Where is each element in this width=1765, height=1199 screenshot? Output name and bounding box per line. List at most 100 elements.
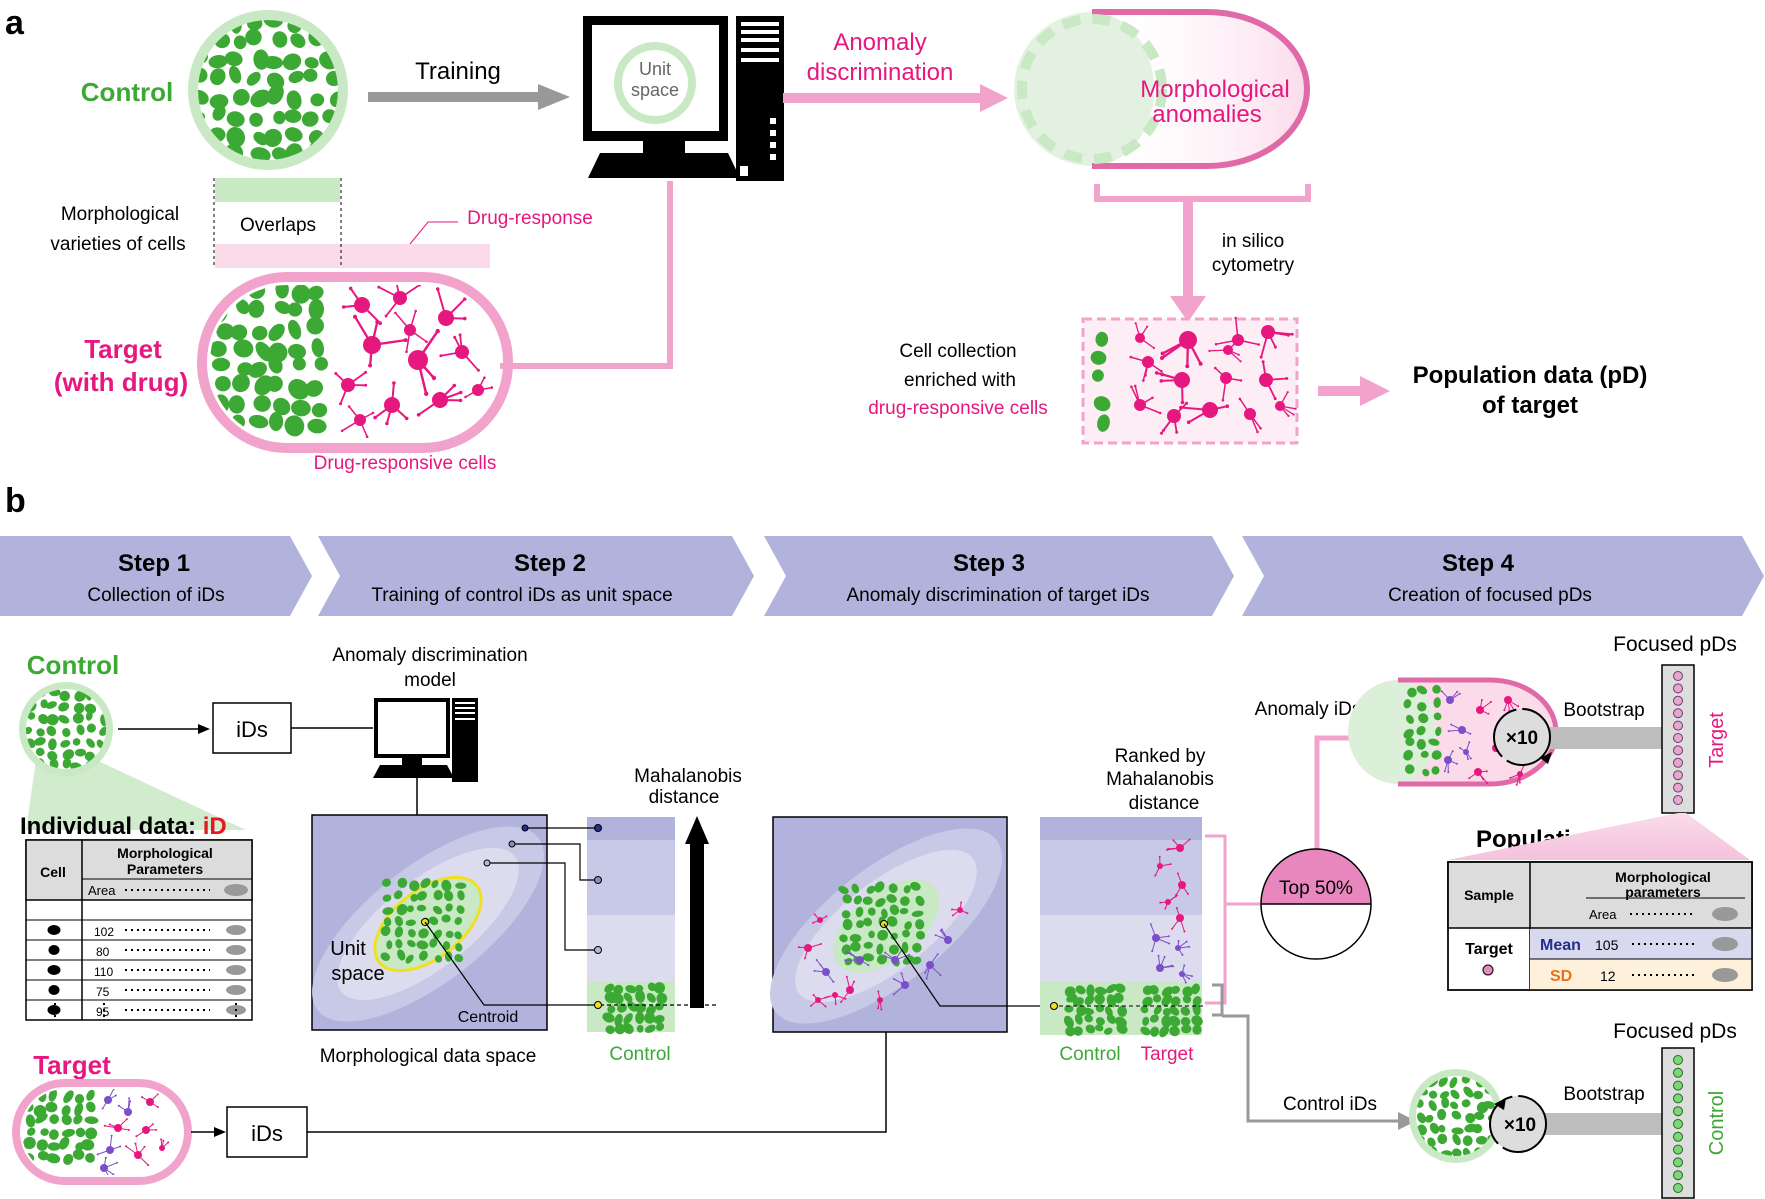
cell-shape	[311, 338, 325, 358]
step-4-title: Step 4	[1442, 550, 1515, 577]
cell-shape	[76, 724, 85, 736]
target-pd-column	[1661, 664, 1695, 814]
neurite-tip	[934, 934, 937, 937]
cell-shape	[876, 943, 884, 955]
cell-shape	[85, 1101, 96, 1113]
cell-shape	[1416, 725, 1426, 736]
cell-shape	[233, 35, 247, 50]
cell-shape	[1416, 1149, 1423, 1156]
cell-shape	[75, 1127, 86, 1138]
step-3-subtitle: Anomaly discrimination of target iDs	[846, 585, 1149, 606]
pd-sd-value: 12	[1600, 968, 1616, 984]
id-value-3: 110	[94, 965, 113, 979]
cell-shape	[1191, 983, 1200, 995]
neurite-tip	[908, 953, 911, 956]
step-1-banner	[0, 536, 312, 616]
cell-shape	[888, 883, 898, 893]
neurite-tip	[880, 1008, 883, 1011]
neurite-tip	[1176, 872, 1179, 875]
pd-mean-label: Mean	[1540, 937, 1581, 954]
neurite-tip	[1257, 343, 1260, 346]
cell-shape	[454, 931, 462, 940]
cell-shape	[62, 758, 72, 769]
cell-shape	[839, 934, 848, 943]
neurite-tip	[813, 969, 816, 972]
neuron-body	[891, 956, 899, 964]
neurite-tip	[1237, 338, 1240, 342]
cell-shape	[866, 885, 876, 894]
step2-connectors	[424, 827, 718, 1006]
target-pd-dot	[1673, 683, 1683, 694]
cell-shape	[314, 357, 329, 371]
cell-shape	[428, 916, 439, 926]
cell-shape	[867, 907, 876, 916]
cell-shape	[841, 944, 851, 955]
cell-shape	[656, 992, 668, 1004]
cell-shape	[216, 323, 235, 340]
neuron-body	[944, 936, 952, 944]
neurite-tip	[1142, 379, 1145, 382]
value-placeholder	[226, 965, 246, 975]
cell-shape	[442, 941, 451, 951]
neurite-tip	[453, 335, 457, 339]
cell-shape	[617, 1003, 627, 1013]
control-pd-dot	[1673, 1080, 1683, 1091]
cell-shape	[1463, 1086, 1474, 1098]
neurite-tip	[813, 913, 816, 916]
neuron-body	[804, 944, 812, 952]
neuron-body	[1458, 726, 1466, 734]
neurite-tip	[1447, 771, 1450, 774]
neuron-body	[472, 384, 484, 396]
cell-shape	[48, 738, 57, 751]
model-computer-icon	[373, 698, 478, 782]
focused-pds-label-1: Focused pDs	[1613, 633, 1737, 656]
cell-shape	[96, 739, 104, 749]
cell-shape	[63, 1153, 74, 1165]
neurite-tip	[1168, 942, 1171, 945]
control-pd-dot	[1673, 1170, 1683, 1181]
neuron-body	[1446, 696, 1454, 704]
cell-shape	[1451, 1110, 1462, 1120]
neurite-tip	[1486, 782, 1489, 785]
cell-shape	[407, 940, 416, 948]
cell-shape	[646, 992, 656, 1003]
control-pd-dot	[1673, 1144, 1683, 1155]
cell-shape	[84, 751, 95, 762]
cell-shape	[311, 402, 328, 418]
neurite-tip	[1186, 420, 1191, 425]
id-value-5: 95	[96, 1005, 110, 1019]
cell-shape	[288, 319, 302, 340]
neurite-tip	[1515, 783, 1518, 786]
cell-shape	[900, 896, 910, 906]
step-2-banner	[318, 536, 754, 616]
cell-shape	[868, 930, 875, 939]
cell-shape	[1437, 1108, 1447, 1121]
target-pd-dot	[1673, 745, 1683, 756]
cell-shape	[1406, 714, 1414, 724]
cell-shape	[441, 879, 452, 892]
neuron-body	[438, 310, 454, 326]
neurite-tip	[129, 1100, 132, 1103]
collection-1: Cell collection	[899, 341, 1016, 362]
neurite-tip	[1468, 777, 1471, 780]
neurite-tip	[1172, 839, 1175, 842]
neurite-tip	[844, 997, 847, 1000]
cell-shape	[198, 148, 208, 160]
morph-anomalies-1: Morphological	[1140, 76, 1289, 103]
cell-shape	[61, 1114, 72, 1126]
cell-shape	[73, 702, 85, 714]
cell-shape	[915, 919, 925, 930]
neuron-body	[877, 997, 883, 1003]
id-table-area: Area	[88, 883, 116, 898]
cell-shape	[1116, 1023, 1128, 1034]
top50-circle	[1260, 848, 1372, 960]
pd-target-label: Target	[1465, 941, 1513, 958]
cell-shape	[72, 712, 84, 724]
cell-shape	[291, 399, 311, 417]
cell-shape	[226, 111, 245, 127]
neurite-tip	[371, 411, 375, 415]
individual-data-id: iD	[203, 813, 227, 840]
cell-shape	[605, 1025, 615, 1035]
cell-shape	[35, 747, 45, 757]
cell-shape	[1420, 750, 1429, 758]
